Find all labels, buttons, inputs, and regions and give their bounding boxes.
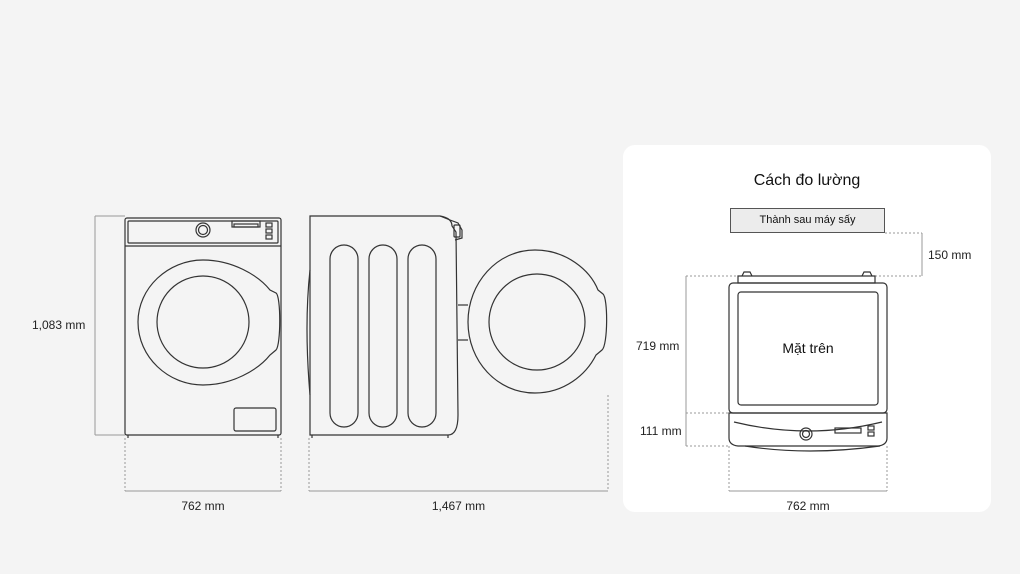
front-view-dryer [124,217,282,438]
front-height-dimension [94,215,125,436]
pedestal-label: 111 mm [640,424,682,438]
top-depth-dimension [685,275,738,414]
rear-wall-box: Thành sau máy sấy [730,208,885,233]
top-width-label: 762 mm [786,499,830,513]
front-width-label: 762 mm [181,499,225,513]
measure-panel-bg [623,145,991,512]
clearance-dimension [875,232,923,277]
top-width-dimension [728,446,888,492]
top-depth-label: 719 mm [636,339,680,353]
side-depth-label: 1,467 mm [431,499,486,513]
top-view-dryer [728,271,888,452]
side-depth-dimension [308,395,609,492]
side-view-dryer [306,215,608,438]
measure-panel-title: Cách đo lường [753,172,861,189]
clearance-label: 150 mm [928,248,972,262]
front-height-label: 1,083 mm [32,318,86,332]
front-width-dimension [124,438,282,492]
top-surface-label: Mặt trên [782,340,834,356]
pedestal-dimension [685,413,729,447]
